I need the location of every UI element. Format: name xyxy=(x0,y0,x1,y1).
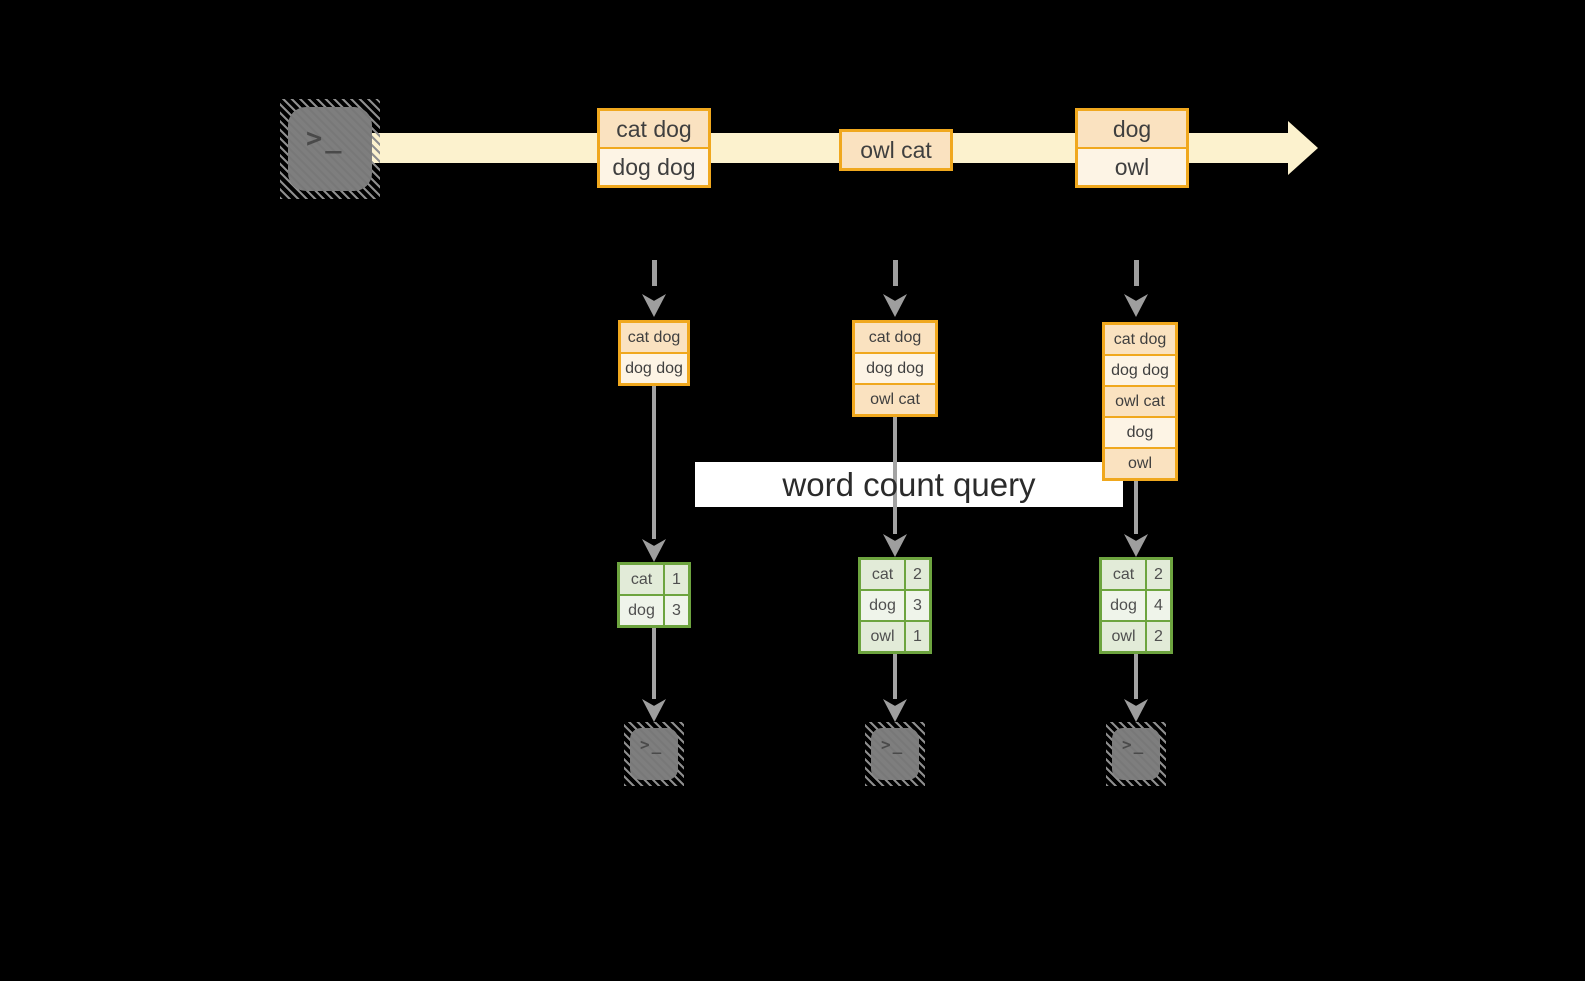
state-record: cat dog xyxy=(621,323,687,352)
state-record: cat dog xyxy=(1105,325,1175,354)
state-record: owl xyxy=(1105,449,1175,478)
arrow-line xyxy=(1134,654,1138,699)
terminal-screen: >_ xyxy=(630,728,678,780)
result-word-cell: owl xyxy=(1102,622,1145,651)
arrow-head-icon xyxy=(883,699,907,722)
result-count-cell: 2 xyxy=(906,560,929,589)
query-arrow-icon xyxy=(883,417,907,557)
result-count-cell: 2 xyxy=(1147,622,1170,651)
dashed-arrow-icon xyxy=(1124,260,1148,317)
state-record: dog xyxy=(1105,418,1175,447)
result-count-cell: 1 xyxy=(906,622,929,651)
terminal-prompt-icon: >_ xyxy=(640,735,664,754)
arrow-head-icon xyxy=(883,534,907,557)
output-arrow-icon xyxy=(883,654,907,722)
arrow-dash xyxy=(1133,260,1139,286)
arrow-dash xyxy=(651,260,657,286)
arrow-dash xyxy=(892,260,898,286)
arrow-head-icon xyxy=(883,294,907,317)
result-word-cell: dog xyxy=(861,591,904,620)
result-count-cell: 3 xyxy=(906,591,929,620)
query-label-band xyxy=(695,462,1123,507)
result-count-cell: 2 xyxy=(1147,560,1170,589)
arrow-line xyxy=(893,654,897,699)
arrow-line xyxy=(1134,481,1138,534)
arrow-head-icon xyxy=(1124,699,1148,722)
stream-record: cat dog xyxy=(600,111,708,147)
arrow-head-icon xyxy=(1124,534,1148,557)
result-word-cell: cat xyxy=(1102,560,1145,589)
query-arrow-icon xyxy=(642,386,666,562)
query-label: word count query xyxy=(782,465,1036,503)
source-terminal-icon: >_ xyxy=(280,99,380,199)
result-count-cell: 3 xyxy=(665,596,688,625)
result-word-cell: cat xyxy=(861,560,904,589)
output-terminal-icon: >_ xyxy=(865,722,925,786)
arrow-line xyxy=(652,386,656,539)
state-record: dog dog xyxy=(621,354,687,383)
stream-record: dog xyxy=(1078,111,1186,147)
dashed-arrow-icon xyxy=(642,260,666,317)
arrow-line xyxy=(652,628,656,699)
terminal-prompt-icon: >_ xyxy=(881,735,905,754)
arrow-head-icon xyxy=(1124,294,1148,317)
state-record: owl cat xyxy=(855,385,935,414)
terminal-prompt-icon: >_ xyxy=(1122,735,1146,754)
output-terminal-icon: >_ xyxy=(1106,722,1166,786)
query-arrow-icon xyxy=(1124,481,1148,557)
state-record: dog dog xyxy=(1105,356,1175,385)
stream-record: dog dog xyxy=(600,149,708,185)
state-record: owl cat xyxy=(1105,387,1175,416)
result-word-cell: dog xyxy=(1102,591,1145,620)
result-word-cell: dog xyxy=(620,596,663,625)
state-record: cat dog xyxy=(855,323,935,352)
stream-batch: owl cat xyxy=(839,129,953,171)
output-arrow-icon xyxy=(642,628,666,722)
arrow-head-icon xyxy=(642,699,666,722)
dashed-arrow-icon xyxy=(883,260,907,317)
result-word-cell: cat xyxy=(620,565,663,594)
result-word-cell: owl xyxy=(861,622,904,651)
output-arrow-icon xyxy=(1124,654,1148,722)
result-count-cell: 1 xyxy=(665,565,688,594)
output-terminal-icon: >_ xyxy=(624,722,684,786)
terminal-screen: >_ xyxy=(871,728,919,780)
arrow-head-icon xyxy=(642,294,666,317)
state-record: dog dog xyxy=(855,354,935,383)
terminal-prompt-icon: >_ xyxy=(306,123,345,154)
stream-arrow-head-icon xyxy=(1288,121,1318,175)
arrow-head-icon xyxy=(642,539,666,562)
terminal-screen: >_ xyxy=(1112,728,1160,780)
stream-record: owl cat xyxy=(842,132,950,168)
arrow-line xyxy=(893,417,897,534)
stream-record: owl xyxy=(1078,149,1186,185)
result-count-cell: 4 xyxy=(1147,591,1170,620)
terminal-screen: >_ xyxy=(288,107,372,191)
